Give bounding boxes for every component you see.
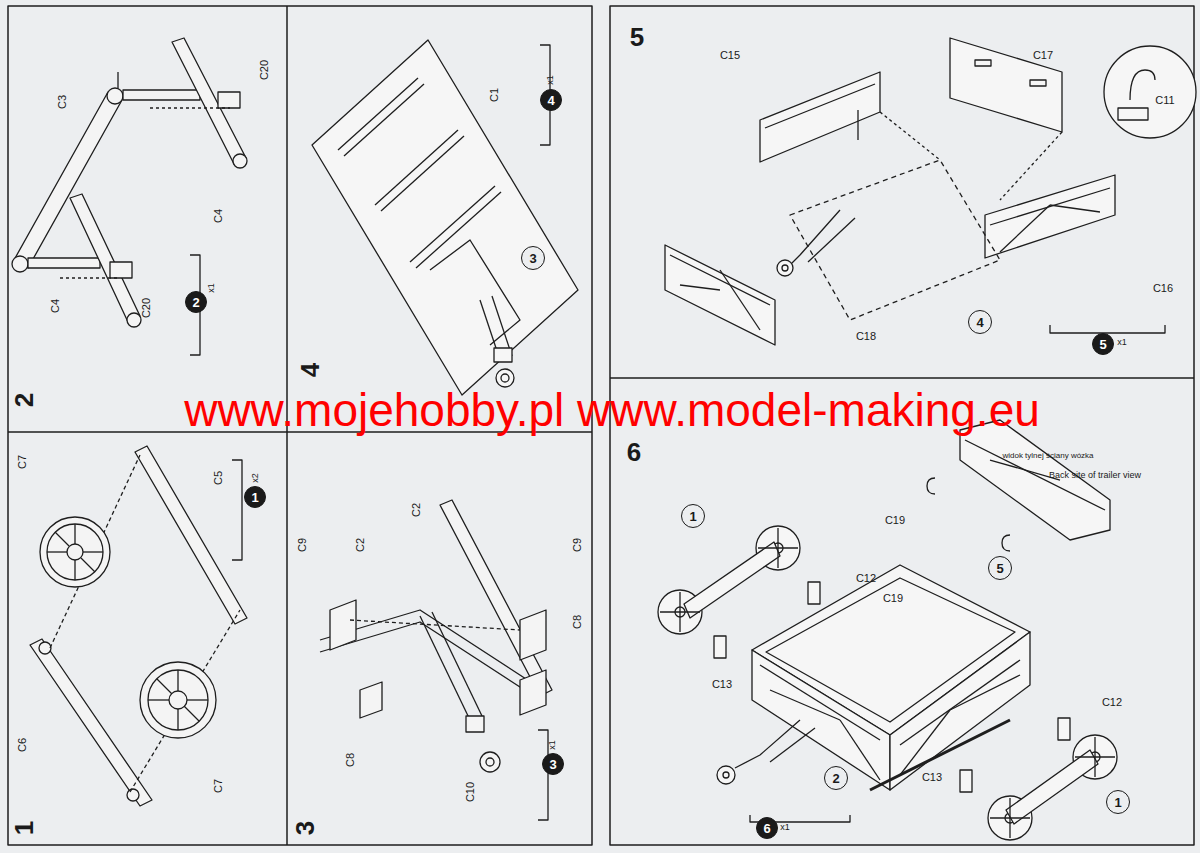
note-text: widok tylnej ściany wózka: [1002, 452, 1093, 461]
step-number: 1: [10, 821, 39, 835]
step-number: 2: [10, 393, 39, 407]
callout-text: 5: [996, 562, 1003, 575]
callout-text: 3: [549, 758, 556, 771]
callout-number: 4: [540, 89, 562, 111]
part-label: C20: [258, 60, 270, 80]
callout-number: 5: [988, 556, 1012, 580]
callout-number: 4: [968, 310, 992, 334]
part-label: C8: [344, 753, 356, 767]
callout-number: 3: [521, 246, 545, 270]
part-label: C13: [922, 771, 942, 783]
part-label: C13: [712, 678, 732, 690]
part-label: C10: [464, 782, 476, 802]
part-label: C2: [410, 503, 422, 517]
part-label: x1: [548, 740, 558, 750]
part-label: x1: [1117, 338, 1127, 348]
callout-number: 1: [681, 504, 705, 528]
part-label: C12: [1102, 696, 1122, 708]
step-number: 3: [291, 821, 320, 835]
part-label: C12: [856, 572, 876, 584]
step-number: 6: [627, 438, 641, 467]
part-label: C20: [140, 298, 152, 318]
step-number: 4: [296, 363, 325, 377]
part-label: C6: [16, 738, 28, 752]
part-label: C3: [56, 95, 68, 109]
callout-text: 3: [529, 252, 536, 265]
callout-number: 1: [244, 486, 266, 508]
part-label: C4: [49, 299, 61, 313]
part-label: C7: [16, 455, 28, 469]
callout-text: 1: [251, 491, 258, 504]
part-label: x1: [546, 75, 556, 85]
callout-number: 6: [756, 817, 778, 839]
callout-number: 3: [542, 753, 564, 775]
part-label: C17: [1033, 49, 1053, 61]
part-label: C9: [571, 538, 583, 552]
callout-text: 2: [832, 772, 839, 785]
part-label: x1: [780, 823, 790, 833]
part-label: C4: [212, 209, 224, 223]
callout-number: 2: [185, 291, 207, 313]
part-label: C19: [885, 514, 905, 526]
part-label: x1: [207, 283, 217, 293]
callout-text: 4: [976, 316, 983, 329]
part-label: C19: [883, 592, 903, 604]
callout-number: 5: [1092, 333, 1114, 355]
callout-text: 1: [1114, 796, 1121, 809]
part-label: C2: [354, 538, 366, 552]
note-text: Back site of trailer view: [1049, 471, 1141, 481]
watermark: www.mojehobby.pl www.model-making.eu: [184, 385, 1040, 436]
callout-text: 2: [192, 296, 199, 309]
part-label: C8: [571, 615, 583, 629]
callout-text: 5: [1099, 338, 1106, 351]
part-label: C5: [212, 471, 224, 485]
callout-number: 2: [824, 766, 848, 790]
callout-text: 4: [547, 94, 554, 107]
part-label: C9: [296, 538, 308, 552]
part-label: C15: [720, 49, 740, 61]
callout-number: 1: [1106, 790, 1130, 814]
part-label: C16: [1153, 282, 1173, 294]
step-number: 5: [630, 23, 644, 52]
part-label: C7: [212, 779, 224, 793]
part-label: C1: [488, 88, 500, 102]
callout-text: 6: [763, 822, 770, 835]
part-label: C18: [856, 330, 876, 342]
part-label: C11: [1155, 94, 1174, 106]
part-label: x2: [251, 473, 261, 483]
callout-text: 1: [689, 510, 696, 523]
